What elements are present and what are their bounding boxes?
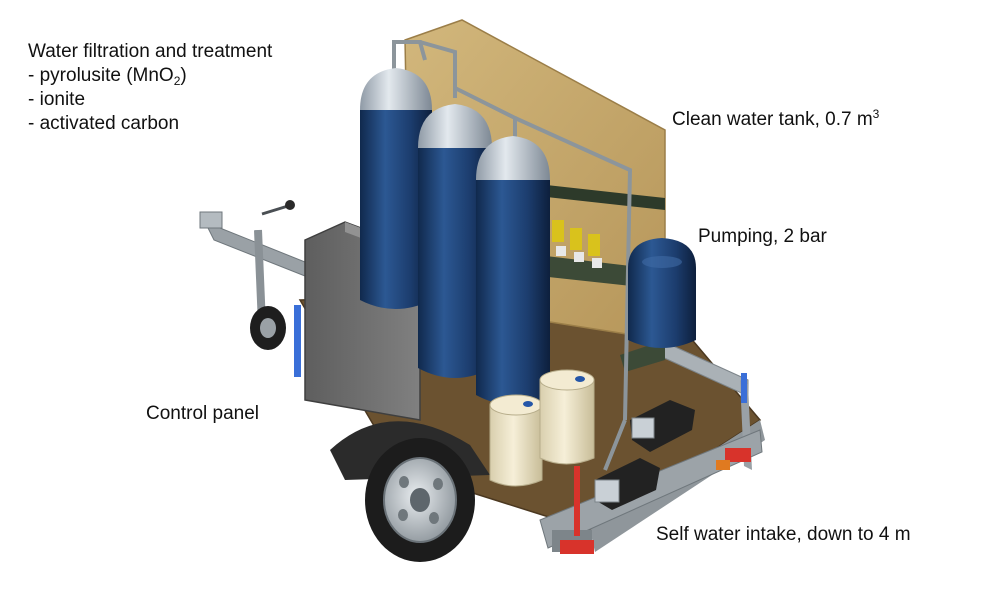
filter-column-3 xyxy=(476,136,550,405)
filter-column-1 xyxy=(360,68,432,309)
jockey-wheel xyxy=(250,306,286,350)
pipework xyxy=(392,40,633,471)
control-panel-label: Control panel xyxy=(146,403,260,424)
towbar xyxy=(199,200,311,326)
filtration-item-ionite: - ionite xyxy=(28,89,86,110)
filtration-item-activated-carbon: - activated carbon xyxy=(28,113,180,134)
pumping-label: Pumping, 2 bar xyxy=(698,226,827,247)
pump-lower xyxy=(594,458,660,510)
pump-upper xyxy=(630,400,695,452)
reflectors xyxy=(294,305,751,554)
self-water-intake-label: Self water intake, down to 4 m xyxy=(656,524,911,545)
clean-water-tank-label: Clean water tank, 0.7 m3 xyxy=(672,107,880,130)
filtration-label-block: Water filtration and treatment - pyrolus… xyxy=(28,40,272,136)
trailer-wheel xyxy=(330,421,490,562)
canister-1 xyxy=(489,394,543,487)
filtration-title: Water filtration and treatment xyxy=(28,41,273,62)
valves xyxy=(552,220,602,268)
pressure-vessel xyxy=(628,238,696,348)
canister-2 xyxy=(539,369,595,465)
filtration-item-pyrolusite: - pyrolusite (MnO2) xyxy=(28,65,187,88)
filter-column-2 xyxy=(418,104,492,378)
